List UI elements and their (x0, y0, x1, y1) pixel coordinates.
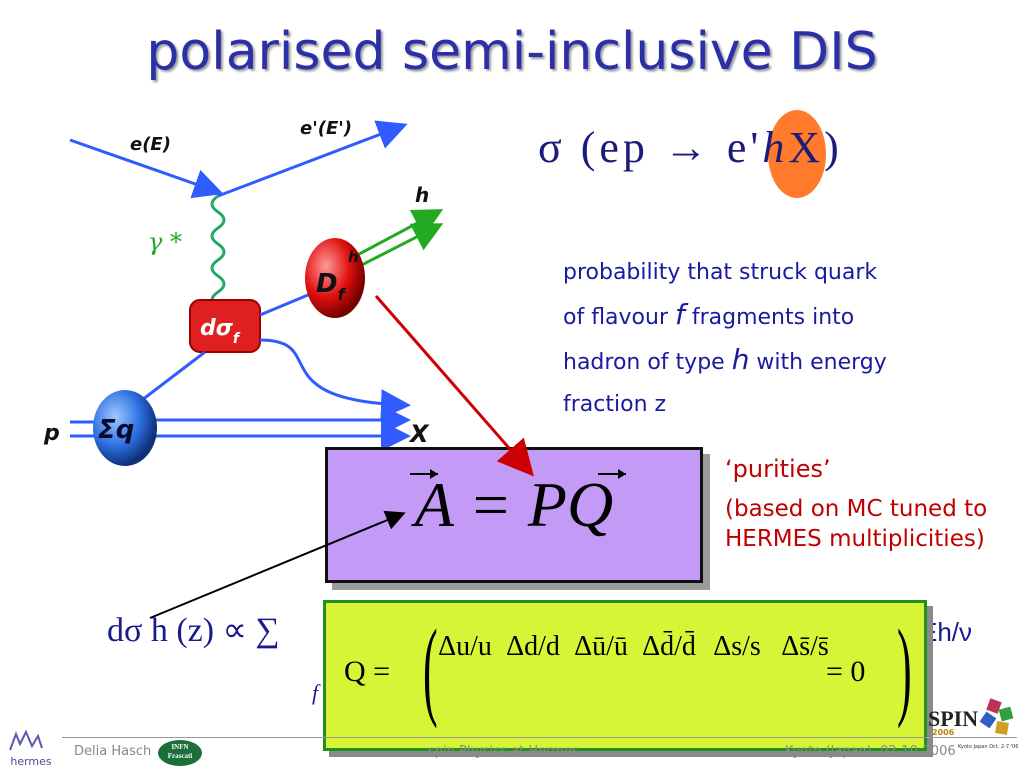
hadron-highlight-oval (768, 110, 826, 198)
label-proton: p (43, 421, 60, 446)
q-rhs: = 0 (826, 655, 866, 688)
quark-to-box-line (141, 350, 206, 402)
virtual-photon-line (210, 194, 226, 310)
q-term-ubar: Δū/ū (574, 631, 628, 662)
q-paren-close: ) (896, 607, 912, 729)
quark-sum-ball (93, 390, 157, 466)
q-vector-box: Q = ( Δu/u Δd/d Δū/ū Δd̄/d̄ Δs/s Δs̄/s̄ … (323, 600, 927, 751)
footer-rule (62, 737, 1017, 738)
spin2006-logo: SPIN 2006 Kyoto Japan Oct. 2-7 '06 (928, 698, 1020, 762)
label-beam-out: e'(E') (300, 118, 352, 139)
reaction-formula: σ (ep → e'hX) (538, 122, 843, 173)
prob-line-3: hadron of type h with energy (563, 343, 887, 376)
purity-equation-box: A = PQ (325, 447, 703, 583)
cross-section-formula: dσ h (z) ∝ ∑ (107, 612, 280, 649)
fragmentation-ball (305, 238, 365, 318)
label-photon: γ * (148, 228, 182, 256)
reaction-h: h (762, 123, 789, 172)
sidis-diagram: dσf Df h Σq e(E) e'(E') γ * h p X (43, 118, 444, 466)
label-beam-in: e(E) (130, 134, 171, 155)
label-hadron: h (415, 183, 429, 207)
footer-center: spin Physics at Hermes (428, 744, 579, 759)
q-term-sbar: Δs̄/s̄ (781, 631, 829, 662)
purity-equation: A = PQ (414, 469, 614, 540)
q-term-u: Δu/u (438, 631, 492, 662)
remnant-line-1 (259, 338, 411, 420)
spin-logo-tiles (979, 698, 1016, 736)
sum-subscript: f (312, 680, 319, 705)
hermes-logo-text: hermes (10, 755, 52, 768)
spin-logo-text: SPIN (928, 706, 979, 731)
spin-logo-caption: Kyoto Japan Oct. 2-7 '06 (958, 744, 1019, 750)
reaction-suffix: X) (788, 123, 843, 172)
q-terms: Δu/u Δd/d Δū/ū Δd̄/d̄ Δs/s Δs̄/s̄ (436, 631, 834, 663)
quark-sum-label: Σq (98, 415, 134, 445)
fragmentation-label: Df (316, 269, 347, 304)
probability-text: probability that struck quark of flavour… (563, 252, 963, 426)
purities-note: (based on MC tuned to HERMES multiplicit… (725, 496, 988, 552)
energy-fraction: Eh/ν (920, 617, 973, 647)
q-term-d: Δd/d (506, 631, 560, 662)
slide-title: polarised semi-inclusive DIS (146, 22, 878, 82)
footer-right: Kyoto (Japan), 02-10-2006 (785, 744, 956, 759)
cross-section-box (189, 299, 261, 353)
spin-logo-year: 2006 (932, 728, 955, 737)
q-term-s: Δs/s (713, 631, 761, 662)
fragmentation-sup: h (348, 248, 359, 266)
incoming-electron-line (69, 138, 224, 199)
purities-title: ‘purities’ (725, 455, 831, 483)
prob-line-4: fraction z (563, 392, 667, 417)
prob-line-2: of flavour f fragments into (563, 298, 855, 331)
hadron-line-1 (347, 209, 444, 262)
footer-author: Delia Hasch (74, 744, 152, 759)
reaction-prefix: σ (ep → e' (538, 123, 763, 172)
prob-line-1: probability that struck quark (563, 260, 878, 285)
q-term-dbar: Δd̄/d̄ (642, 631, 696, 662)
q-paren-open: ( (422, 607, 438, 729)
outgoing-electron-line (217, 120, 408, 198)
q-lhs: Q = (344, 655, 391, 688)
label-remnant: X (408, 420, 430, 448)
cross-section-label: dσf (200, 316, 241, 347)
hermes-logo: hermes (6, 728, 56, 768)
